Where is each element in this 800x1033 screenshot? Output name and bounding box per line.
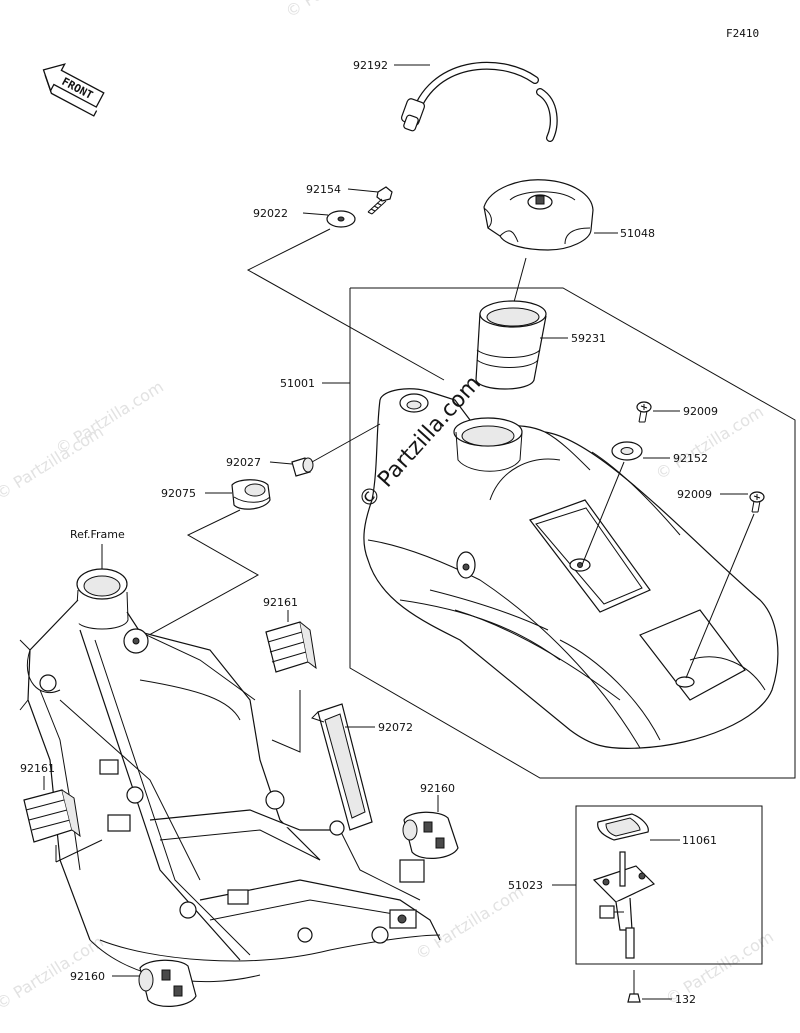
label-92192: 92192 xyxy=(353,59,388,72)
label-92009-right: 92009 xyxy=(677,488,712,501)
label-51023: 51023 xyxy=(508,879,543,892)
rubber-92161-lower xyxy=(23,789,81,843)
fuel-cap xyxy=(483,179,594,251)
label-132: 132 xyxy=(675,993,696,1006)
label-92009-top: 92009 xyxy=(683,405,718,418)
gasket-11061 xyxy=(597,813,649,841)
grommet-92152 xyxy=(611,441,643,461)
front-arrow-icon: FRONT xyxy=(42,63,105,117)
damper-92160-upper xyxy=(402,811,459,859)
label-59231: 59231 xyxy=(571,332,606,345)
motorcycle-frame xyxy=(19,568,441,983)
watermark-left-2: © Partzilla.com xyxy=(52,377,167,459)
label-92160-upper: 92160 xyxy=(420,782,455,795)
label-11061: 11061 xyxy=(682,834,717,847)
watermark-top: © Partzilla.com xyxy=(282,0,397,21)
label-92152: 92152 xyxy=(673,452,708,465)
fuel-tank xyxy=(363,388,779,750)
fuel-tap xyxy=(592,851,656,959)
filler-neck xyxy=(475,300,547,390)
tank-assembly-box xyxy=(349,287,796,779)
label-92160-lower: 92160 xyxy=(70,970,105,983)
band-92072 xyxy=(311,703,373,831)
breather-hose xyxy=(400,61,558,142)
label-92154: 92154 xyxy=(306,183,341,196)
label-92161-lower: 92161 xyxy=(20,762,55,775)
washer-92022 xyxy=(326,210,356,228)
label-92027: 92027 xyxy=(226,456,261,469)
label-51048: 51048 xyxy=(620,227,655,240)
damper-92160-lower xyxy=(138,959,197,1007)
rubber-92161-upper xyxy=(265,621,317,673)
screw-132 xyxy=(627,970,641,1003)
ref-frame-label: Ref.Frame xyxy=(70,528,125,541)
label-51001: 51001 xyxy=(280,377,315,390)
label-92075: 92075 xyxy=(161,487,196,500)
label-92161-upper: 92161 xyxy=(263,596,298,609)
screw-92009-top xyxy=(636,401,652,423)
figure-id: F2410 xyxy=(726,27,759,40)
damper-92075 xyxy=(231,479,271,510)
label-92022: 92022 xyxy=(253,207,288,220)
bolt-92154 xyxy=(367,186,393,215)
collar-92027 xyxy=(291,457,314,477)
screw-92009-right xyxy=(749,491,765,513)
label-92072: 92072 xyxy=(378,721,413,734)
